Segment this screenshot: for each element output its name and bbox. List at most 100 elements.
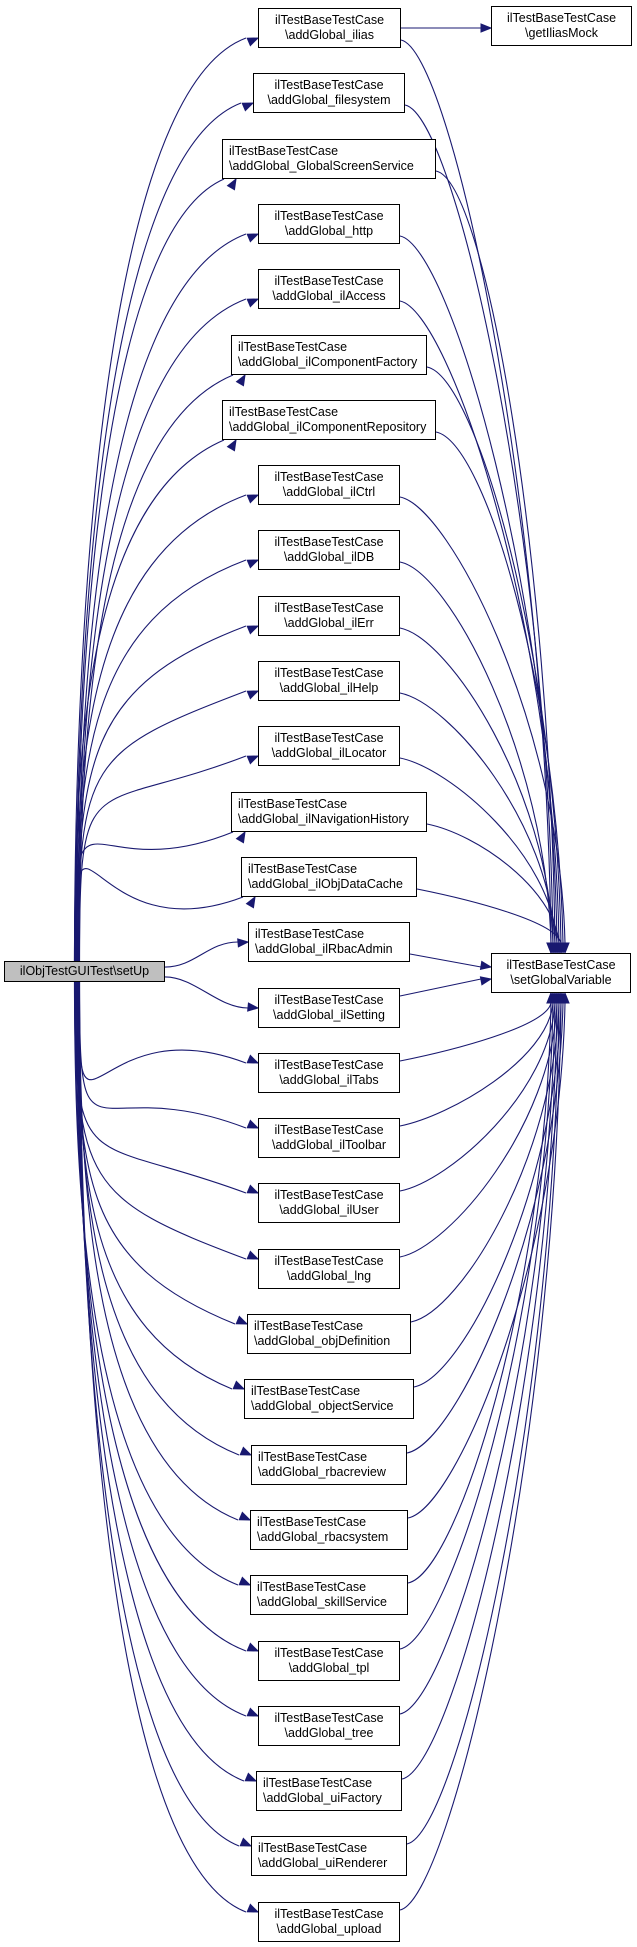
edge-addGlobal_ilTabs-to-setGlobalVariable [399, 1002, 552, 1062]
node-addGlobal_rbacreview[interactable]: ilTestBaseTestCase\addGlobal_rbacreview [251, 1445, 407, 1485]
arrowhead-addGlobal_ilDB [246, 559, 260, 569]
edge-addGlobal_ilUser-to-setGlobalVariable [399, 1002, 556, 1192]
node-method-label: \addGlobal_upload [276, 1922, 382, 1936]
node-method-label: \addGlobal_ilErr [284, 616, 374, 630]
edge-root-to-addGlobal_ilRbacAdmin [164, 941, 239, 968]
edge-root-to-addGlobal_objectService [76, 981, 233, 1390]
node-class-label: ilTestBaseTestCase [274, 601, 384, 615]
arrowhead-addGlobal_upload [246, 1903, 260, 1913]
node-method-label: \addGlobal_tree [284, 1726, 374, 1740]
node-addGlobal_skillService[interactable]: ilTestBaseTestCase\addGlobal_skillServic… [250, 1575, 408, 1615]
node-getIliasMock[interactable]: ilTestBaseTestCase \getIliasMock [491, 6, 632, 46]
node-method-label: \addGlobal_ilLocator [271, 746, 387, 760]
node-method-label: \addGlobal_rbacsystem [257, 1530, 389, 1544]
root-node-setUp[interactable]: ilObjTestGUITest\setUp [4, 961, 165, 982]
node-method-label: \addGlobal_http [284, 224, 374, 238]
edge-addGlobal_filesystem-to-setGlobalVariable [404, 104, 554, 944]
node-addGlobal_http[interactable]: ilTestBaseTestCase\addGlobal_http [258, 204, 400, 244]
node-addGlobal_lng[interactable]: ilTestBaseTestCase\addGlobal_lng [258, 1249, 400, 1289]
node-addGlobal_ilNavigationHistory[interactable]: ilTestBaseTestCase\addGlobal_ilNavigatio… [231, 792, 427, 832]
edge-addGlobal_upload-to-setGlobalVariable [399, 1002, 562, 1911]
node-addGlobal_ilCtrl[interactable]: ilTestBaseTestCase\addGlobal_ilCtrl [258, 465, 400, 505]
arrowhead-addGlobal_http [246, 233, 260, 243]
node-class-label: ilTestBaseTestCase [229, 144, 339, 158]
node-addGlobal_ilRbacAdmin[interactable]: ilTestBaseTestCase\addGlobal_ilRbacAdmin [248, 922, 410, 962]
edge-addGlobal_ilias-to-setGlobalVariable [400, 39, 552, 944]
arrowhead-addGlobal_ilComponentRepository [226, 438, 237, 452]
edge-root-to-addGlobal_ilLocator [78, 755, 247, 962]
node-addGlobal_uiRenderer[interactable]: ilTestBaseTestCase\addGlobal_uiRenderer [251, 1836, 407, 1876]
edge-addGlobal_lng-to-setGlobalVariable [399, 1002, 558, 1258]
node-method-label: \setGlobalVariable [510, 973, 612, 987]
edge-addGlobal_ilSetting-to-setGlobalVariable [399, 978, 482, 997]
edge-addGlobal_objectService-to-setGlobalVariable [413, 1002, 562, 1388]
node-addGlobal_ilToolbar[interactable]: ilTestBaseTestCase\addGlobal_ilToolbar [258, 1118, 400, 1158]
node-addGlobal_ilComponentRepository[interactable]: ilTestBaseTestCase\addGlobal_ilComponent… [222, 400, 436, 440]
edge-root-to-addGlobal_ilias [73, 37, 247, 962]
edge-addGlobal_rbacreview-to-setGlobalVariable [406, 1002, 564, 1454]
arrowhead-addGlobal_GlobalScreenService [226, 177, 237, 191]
node-addGlobal_upload[interactable]: ilTestBaseTestCase\addGlobal_upload [258, 1902, 400, 1942]
arrowhead-addGlobal_ilAccess [246, 298, 260, 308]
node-addGlobal_objDefinition[interactable]: ilTestBaseTestCase\addGlobal_objDefiniti… [247, 1314, 411, 1354]
node-method-label: \addGlobal_ilTabs [279, 1073, 379, 1087]
node-addGlobal_filesystem[interactable]: ilTestBaseTestCase\addGlobal_filesystem [253, 73, 405, 113]
node-addGlobal_ilDB[interactable]: ilTestBaseTestCase\addGlobal_ilDB [258, 530, 400, 570]
edge-root-to-addGlobal_upload [78, 981, 247, 1913]
edge-addGlobal_tree-to-setGlobalVariable [399, 1002, 556, 1715]
edge-addGlobal_uiRenderer-to-setGlobalVariable [406, 1002, 560, 1845]
edge-root-to-addGlobal_http [76, 233, 247, 962]
node-method-label: \addGlobal_ilHelp [279, 681, 379, 695]
node-class-label: ilTestBaseTestCase [238, 797, 348, 811]
node-addGlobal_ilias[interactable]: ilTestBaseTestCase\addGlobal_ilias [258, 8, 401, 48]
node-addGlobal_ilTabs[interactable]: ilTestBaseTestCase\addGlobal_ilTabs [258, 1053, 400, 1093]
edge-addGlobal_skillService-to-setGlobalVariable [407, 1002, 552, 1584]
node-addGlobal_ilObjDataCache[interactable]: ilTestBaseTestCase\addGlobal_ilObjDataCa… [241, 857, 417, 897]
node-class-label: ilTestBaseTestCase [274, 1254, 384, 1268]
node-method-label: \addGlobal_lng [286, 1269, 372, 1283]
edge-root-to-addGlobal_tpl [74, 981, 247, 1652]
node-addGlobal_ilErr[interactable]: ilTestBaseTestCase\addGlobal_ilErr [258, 596, 400, 636]
root-node-label: ilObjTestGUITest\setUp [19, 964, 150, 978]
arrowhead-addGlobal_ilUser [246, 1184, 260, 1194]
edge-addGlobal_uiFactory-to-setGlobalVariable [401, 1002, 558, 1780]
node-addGlobal_GlobalScreenService[interactable]: ilTestBaseTestCase\addGlobal_GlobalScree… [222, 139, 436, 179]
edge-root-to-addGlobal_ilTabs [77, 981, 247, 1081]
node-class-label: ilTestBaseTestCase [274, 666, 384, 680]
node-method-label: \addGlobal_ilDB [283, 550, 375, 564]
node-method-label: \addGlobal_filesystem [267, 93, 391, 107]
node-class-label: ilTestBaseTestCase [274, 209, 384, 223]
node-class-label: ilTestBaseTestCase [274, 993, 384, 1007]
node-class-label: ilTestBaseTestCase [274, 274, 384, 288]
node-addGlobal_ilSetting[interactable]: ilTestBaseTestCase\addGlobal_ilSetting [258, 988, 400, 1028]
node-addGlobal_uiFactory[interactable]: ilTestBaseTestCase\addGlobal_uiFactory [256, 1771, 402, 1811]
node-class-label: ilTestBaseTestCase [254, 1319, 364, 1333]
node-addGlobal_ilComponentFactory[interactable]: ilTestBaseTestCase\addGlobal_ilComponent… [231, 335, 427, 375]
edge-root-to-addGlobal_ilAccess [77, 298, 247, 962]
arrowhead-addGlobal_filesystem [241, 102, 255, 112]
node-addGlobal_rbacsystem[interactable]: ilTestBaseTestCase\addGlobal_rbacsystem [250, 1510, 408, 1550]
node-addGlobal_tree[interactable]: ilTestBaseTestCase\addGlobal_tree [258, 1706, 400, 1746]
node-method-label: \addGlobal_ilCtrl [282, 485, 376, 499]
arrowhead-addGlobal_ilTabs [246, 1054, 260, 1064]
arrowhead-addGlobal_ilSetting [247, 1002, 260, 1012]
edge-root-to-addGlobal_ilUser [73, 981, 247, 1194]
node-class-label: ilTestBaseTestCase [274, 470, 384, 484]
node-addGlobal_tpl[interactable]: ilTestBaseTestCase\addGlobal_tpl [258, 1641, 400, 1681]
arrowhead-setGlobalVariable-from-addGlobal_ilSetting [479, 976, 493, 986]
node-addGlobal_ilAccess[interactable]: ilTestBaseTestCase\addGlobal_ilAccess [258, 269, 400, 309]
node-class-label: ilTestBaseTestCase [229, 405, 339, 419]
node-class-label: ilTestBaseTestCase [255, 927, 365, 941]
node-addGlobal_ilLocator[interactable]: ilTestBaseTestCase\addGlobal_ilLocator [258, 726, 400, 766]
node-class-label: ilTestBaseTestCase [257, 1515, 367, 1529]
node-class-label: ilTestBaseTestCase [274, 535, 384, 549]
node-setGlobalVariable[interactable]: ilTestBaseTestCase \setGlobalVariable [491, 953, 631, 993]
node-class-label: ilTestBaseTestCase [258, 1841, 368, 1855]
node-addGlobal_ilUser[interactable]: ilTestBaseTestCase\addGlobal_ilUser [258, 1183, 400, 1223]
edge-addGlobal_ilToolbar-to-setGlobalVariable [399, 1002, 554, 1127]
node-method-label: \getIliasMock [525, 26, 598, 40]
node-class-label: ilTestBaseTestCase [274, 1188, 384, 1202]
node-addGlobal_objectService[interactable]: ilTestBaseTestCase\addGlobal_objectServi… [244, 1379, 414, 1419]
node-method-label: \addGlobal_skillService [257, 1595, 387, 1609]
node-addGlobal_ilHelp[interactable]: ilTestBaseTestCase\addGlobal_ilHelp [258, 661, 400, 701]
